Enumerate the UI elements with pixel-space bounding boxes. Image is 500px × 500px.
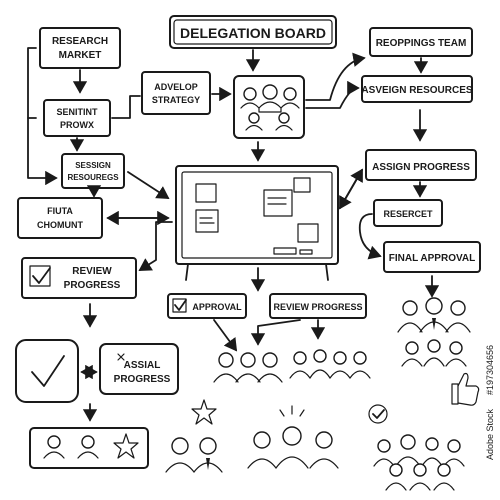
node-asveign-resources: ASVEIGN RESOURCES — [361, 75, 473, 103]
senitint-line1: SENITINT — [56, 107, 98, 117]
advelop-line2: STRATEGY — [152, 95, 200, 105]
review-left-line2: PROGRESS — [64, 280, 121, 291]
watermark: Adobe Stock #197304656 — [485, 345, 495, 460]
rating-bar — [29, 427, 149, 469]
resercet-label: RESERCET — [383, 209, 433, 219]
fiuta-line1: FIUTA — [47, 206, 73, 216]
research-market-line2: MARKET — [59, 50, 102, 61]
people-bottom-trio — [247, 405, 339, 469]
people-group-approval — [213, 352, 283, 383]
assial-line1: ASSIAL — [124, 360, 161, 371]
advelop-line1: ADVELOP — [154, 82, 198, 92]
assial-line2: PROGRESS — [114, 374, 171, 385]
node-review-progress-left: REVIEW PROGRESS — [21, 257, 137, 299]
people-crowd — [289, 349, 371, 379]
asveign-label: ASVEIGN RESOURCES — [361, 85, 472, 96]
large-check-tile — [15, 339, 79, 403]
team-people-icon — [240, 84, 300, 131]
approval-label: APPROVAL — [192, 302, 242, 312]
node-session-resources: SESSIGN RESOUREGS — [61, 153, 125, 189]
thumbs-up-icon — [451, 372, 480, 406]
watermark-id: #197304656 — [485, 345, 495, 395]
people-bottom-pair — [165, 437, 223, 473]
title-box: DELEGATION BOARD — [169, 15, 337, 49]
reoppings-label: REOPPINGS TEAM — [376, 38, 467, 49]
research-market-line1: RESEARCH — [52, 36, 108, 47]
node-research-market: RESEARCH MARKET — [39, 27, 121, 69]
star-accent-icon — [191, 399, 217, 425]
review-left-line1: REVIEW — [72, 266, 112, 277]
node-fiuta-chomunt: FIUTA CHOMUNT — [17, 197, 103, 239]
diagram-title: DELEGATION BOARD — [180, 25, 326, 41]
session-line1: SESSIGN — [75, 161, 111, 170]
node-final-approval: FINAL APPROVAL — [383, 241, 481, 273]
senitint-line2: PROWX — [60, 120, 94, 130]
team-panel — [233, 75, 305, 139]
node-resercet: RESERCET — [373, 199, 443, 227]
whiteboard — [175, 165, 339, 281]
node-review-progress-mid: REVIEW PROGRESS — [269, 293, 367, 319]
review-mid-label: REVIEW PROGRESS — [273, 302, 362, 312]
assign-progress-label: ASSIGN PROGRESS — [372, 162, 470, 173]
star-icon — [113, 433, 139, 459]
session-line2: RESOUREGS — [67, 173, 119, 182]
people-bottom-team — [368, 404, 465, 491]
node-reoppings-team: REOPPINGS TEAM — [369, 27, 473, 57]
node-approval: APPROVAL — [167, 293, 247, 319]
fiuta-line2: CHOMUNT — [37, 220, 83, 230]
node-assial-progress: ASSIAL PROGRESS — [99, 343, 179, 395]
final-approval-label: FINAL APPROVAL — [389, 253, 475, 264]
node-advelop-strategy: ADVELOP STRATEGY — [141, 71, 211, 115]
node-senitint-prowx: SENITINT PROWX — [43, 99, 111, 137]
node-assign-progress: ASSIGN PROGRESS — [365, 149, 477, 181]
people-business-team — [397, 297, 471, 367]
watermark-brand: Adobe Stock — [485, 408, 495, 460]
